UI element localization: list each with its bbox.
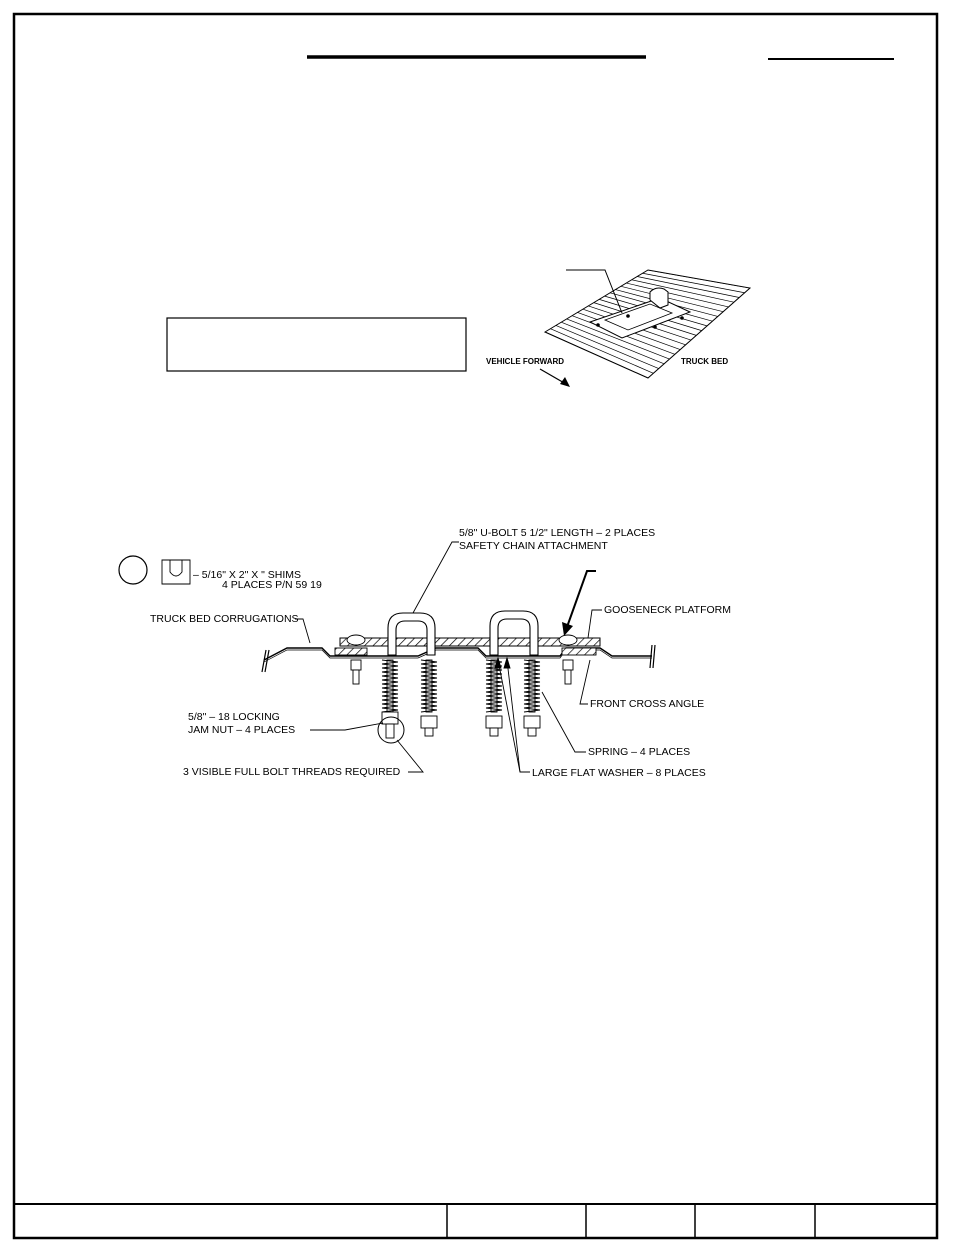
u-bolt-label: 5/8" U-BOLT 5 1/2" LENGTH – 2 PLACES	[459, 527, 655, 539]
threads-label: 3 VISIBLE FULL BOLT THREADS REQUIRED	[183, 766, 401, 778]
shim-right	[561, 647, 597, 656]
corrugations-leader	[295, 618, 311, 644]
washer-leaders	[494, 656, 530, 773]
jam-nut-leader	[310, 722, 384, 731]
threads-leader	[396, 739, 424, 773]
spring-leader	[541, 691, 586, 753]
spring	[420, 659, 438, 713]
platform-plate	[588, 297, 692, 339]
gooseneck-label: GOOSENECK PLATFORM	[604, 604, 731, 616]
washer-label: LARGE FLAT WASHER – 8 PLACES	[532, 767, 706, 779]
sheet-border	[12, 12, 939, 1240]
shim-places: 4 PLACES P/N 59 19	[222, 579, 322, 591]
vehicle-forward-label: VEHICLE FORWARD	[486, 357, 564, 366]
spring-label: SPRING – 4 PLACES	[588, 746, 690, 758]
title-block	[14, 1203, 937, 1238]
gooseneck-platform	[339, 637, 601, 647]
spring	[485, 659, 503, 713]
jam-nut-places: JAM NUT – 4 PLACES	[188, 724, 295, 736]
hitch-bracket	[649, 287, 669, 309]
u-bolt-leader	[412, 541, 459, 614]
shim-icon	[161, 559, 191, 585]
shim-left	[334, 647, 368, 656]
front-cross-angle-label: FRONT CROSS ANGLE	[590, 698, 704, 710]
spring	[381, 659, 399, 713]
truck-bed-top-view	[543, 269, 752, 379]
u-bolt-left	[387, 612, 436, 656]
front-cross-angle-leader	[579, 659, 591, 705]
item-balloon	[118, 555, 148, 585]
u-bolt-right	[489, 610, 539, 656]
truck-bed-section	[263, 647, 652, 661]
jam-nuts	[381, 711, 541, 739]
side-bolt-right	[558, 634, 578, 685]
top-view-leader	[566, 269, 623, 314]
thread-detail-circle	[377, 716, 405, 744]
shim-label: – 5/16" X 2" X " SHIMS	[193, 569, 301, 581]
forward-arrow	[539, 368, 570, 387]
corrugations-label: TRUCK BED CORRUGATIONS	[150, 613, 299, 625]
truck-bed-label: TRUCK BED	[681, 357, 728, 366]
spring	[523, 659, 541, 713]
jam-nut-label: 5/8" – 18 LOCKING	[188, 711, 280, 723]
side-bolt-left	[346, 634, 366, 685]
safety-chain-label: SAFETY CHAIN ATTACHMENT	[459, 540, 608, 552]
callout-arrow	[562, 570, 596, 636]
gooseneck-leader	[587, 609, 602, 639]
note-box	[166, 317, 467, 372]
